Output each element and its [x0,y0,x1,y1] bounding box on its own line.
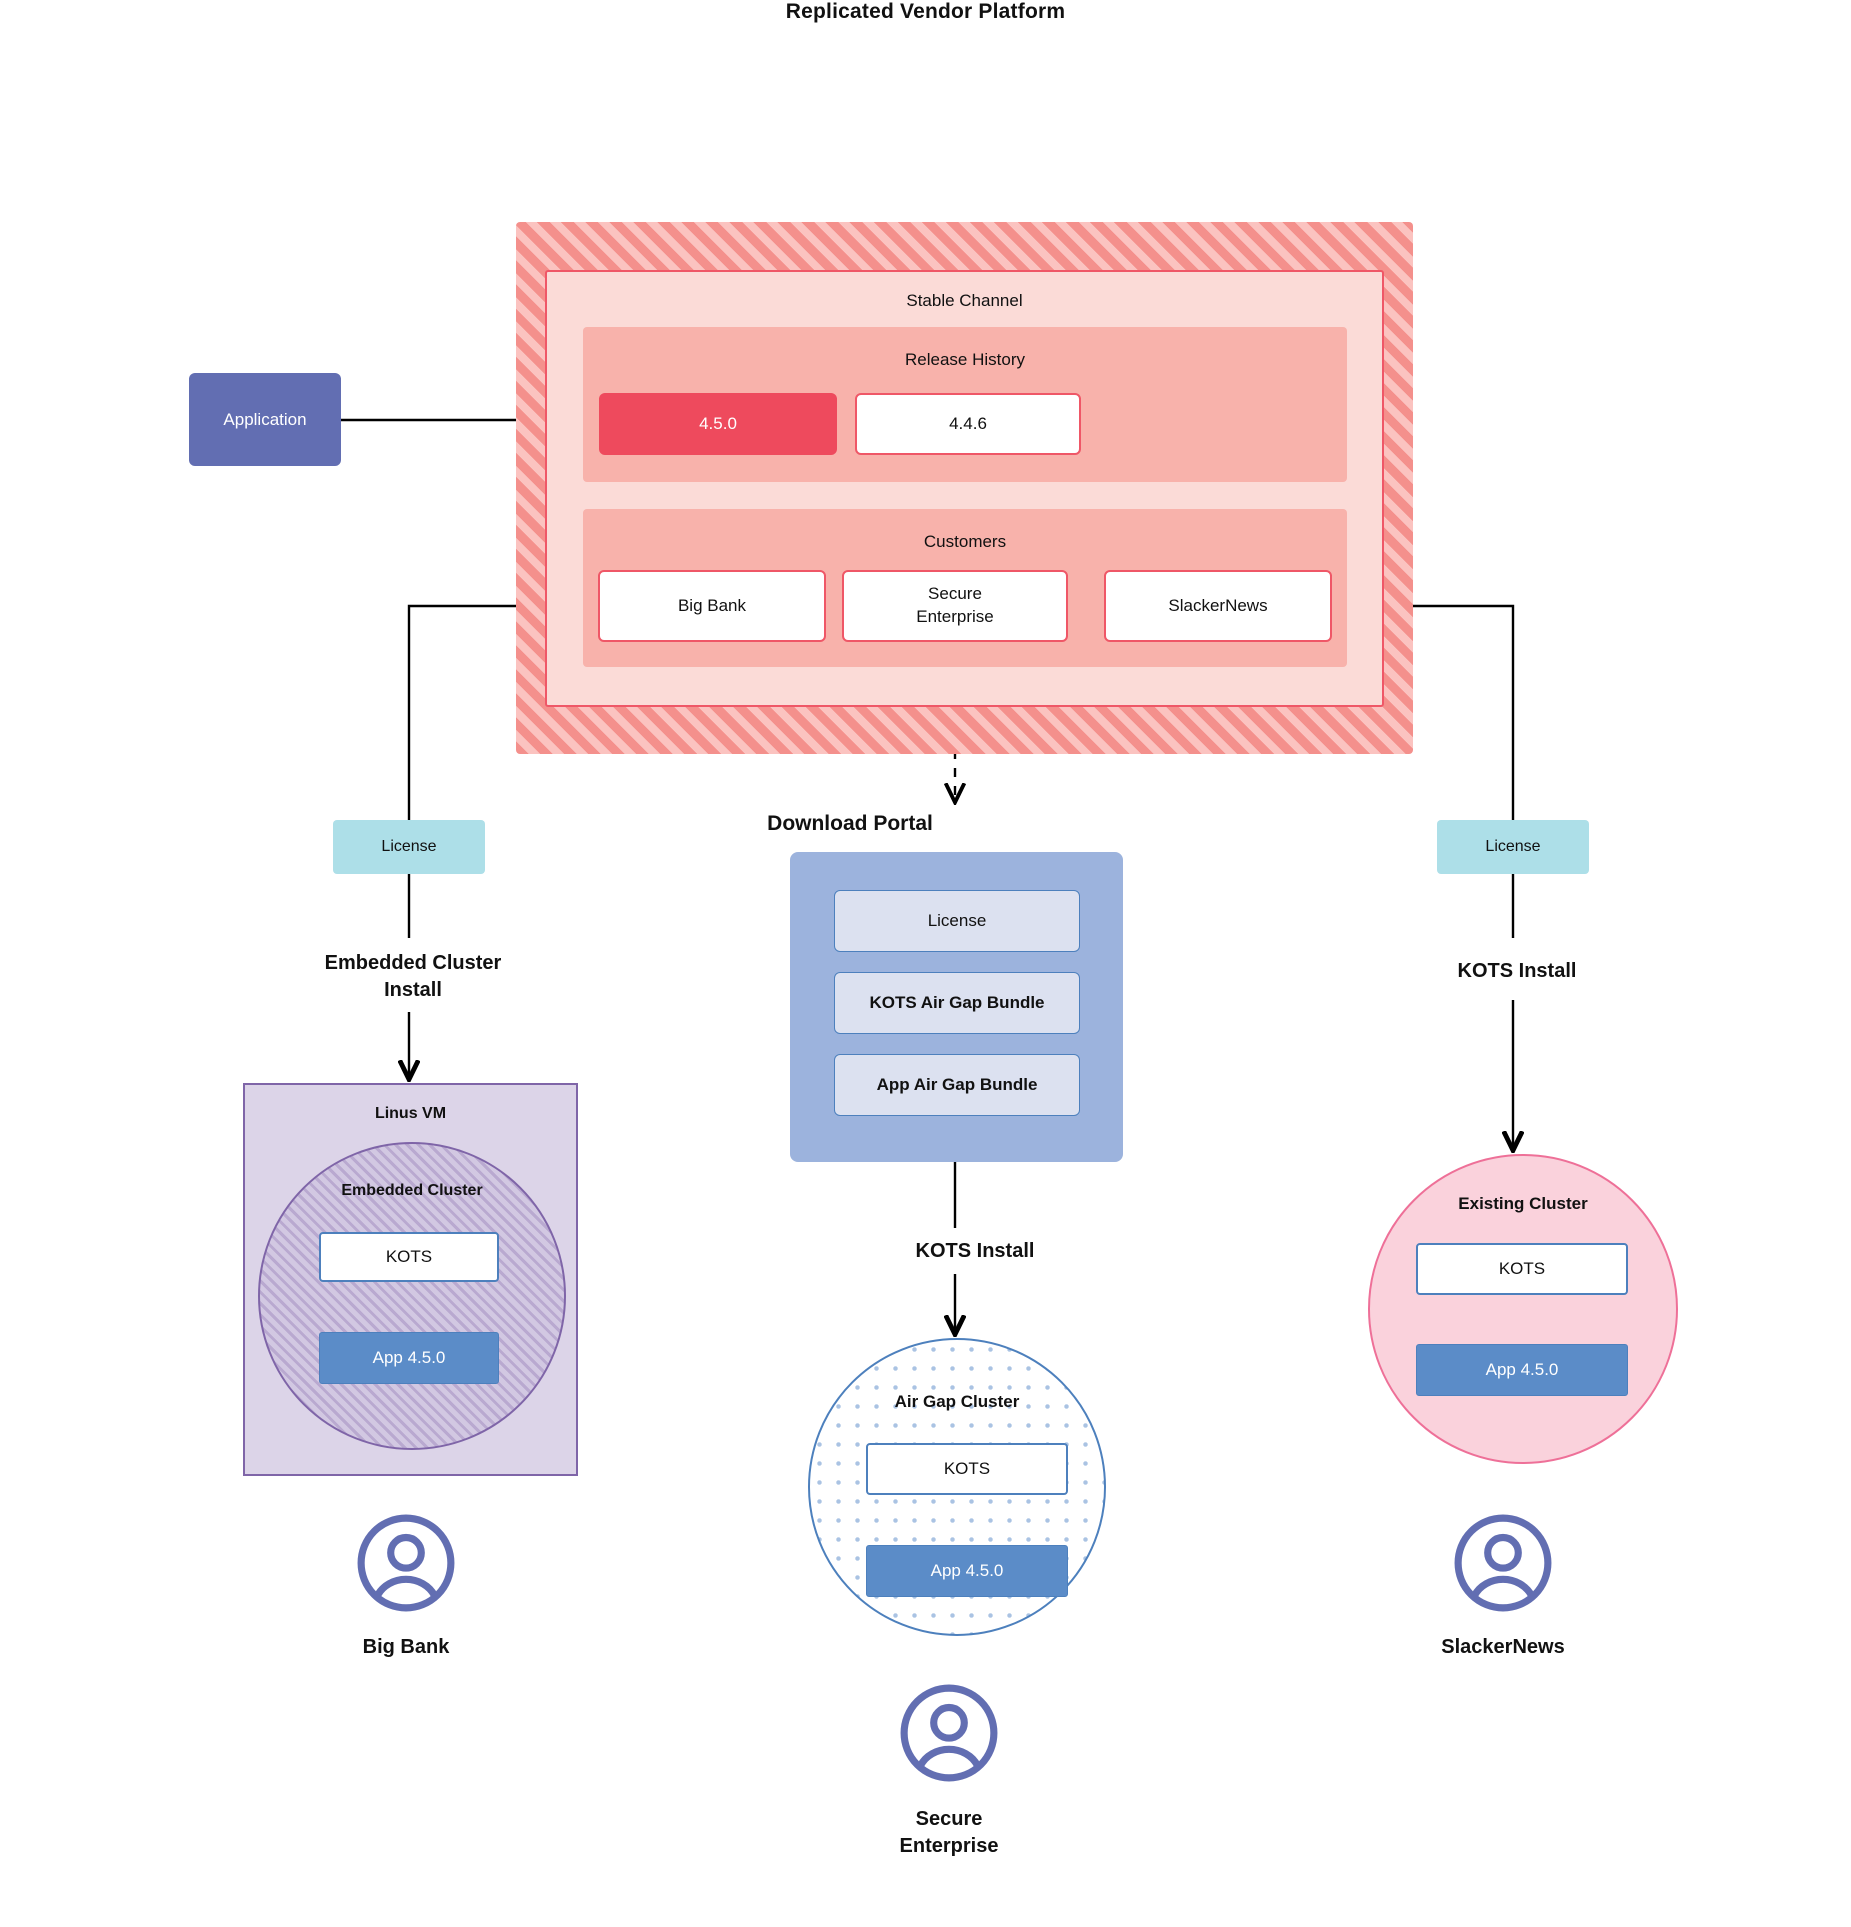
existing-cluster-circle [1368,1154,1678,1464]
download-portal-item-app-air-gap-bundle[interactable]: App Air Gap Bundle [834,1054,1080,1116]
release-history-label: Release History [905,350,1025,369]
release-card-current[interactable]: 4.5.0 [599,393,837,455]
persona-label-big-bank: Big Bank [362,1636,450,1658]
license-chip-right[interactable]: License [1437,820,1589,874]
download-portal-title: Download Portal [767,812,933,835]
download-portal-item-kots-air-gap-bundle[interactable]: KOTS Air Gap Bundle [834,972,1080,1034]
air-gap-cluster-app-box[interactable]: App 4.5.0 [866,1545,1068,1597]
existing-cluster-kots-box[interactable]: KOTS [1416,1243,1628,1295]
customer-card-slackernews[interactable]: SlackerNews [1104,570,1332,642]
kots-install-label-middle: KOTS Install [915,1240,1035,1262]
user-avatar-icon [355,1512,457,1614]
user-avatar-icon [1452,1512,1554,1614]
application-node[interactable]: Application [189,373,341,466]
license-chip-left[interactable]: License [333,820,485,874]
existing-cluster-app-box[interactable]: App 4.5.0 [1416,1344,1628,1396]
linux-vm-label: Linus VM [374,1105,447,1122]
user-avatar-icon [898,1682,1000,1784]
embedded-cluster-circle [258,1142,566,1450]
release-card-previous[interactable]: 4.4.6 [855,393,1081,455]
stable-channel-label: Stable Channel [906,291,1023,310]
air-gap-cluster-label: Air Gap Cluster [894,1392,1020,1411]
page-title: Replicated Vendor Platform [785,0,1066,23]
air-gap-cluster-kots-box[interactable]: KOTS [866,1443,1068,1495]
existing-cluster-label: Existing Cluster [1458,1194,1588,1213]
embedded-cluster-app-box[interactable]: App 4.5.0 [319,1332,499,1384]
embedded-cluster-label: Embedded Cluster [341,1182,483,1199]
customers-label: Customers [923,532,1007,551]
customer-card-big-bank[interactable]: Big Bank [598,570,826,642]
persona-label-slackernews: SlackerNews [1441,1636,1565,1658]
embedded-cluster-kots-box[interactable]: KOTS [319,1232,499,1282]
download-portal-item-license[interactable]: License [834,890,1080,952]
kots-install-label-right: KOTS Install [1457,960,1577,982]
